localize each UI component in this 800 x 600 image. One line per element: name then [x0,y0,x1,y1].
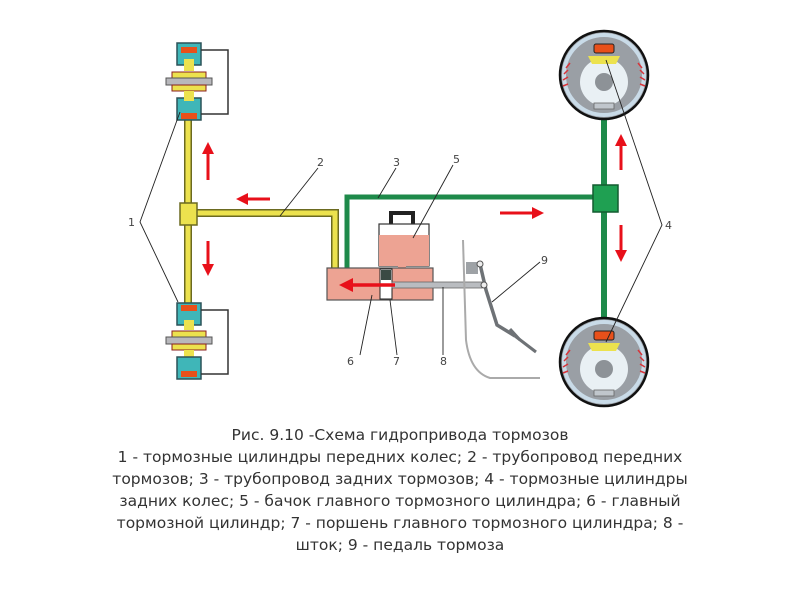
front-brake-line [179,100,339,310]
label-1: 1 [128,216,135,229]
brake-hydraulic-diagram: 1 2 3 5 9 6 7 8 4 [128,29,672,408]
caption-line: тормозов; 3 - трубопровод задних тормозо… [112,470,688,488]
rear-drum-brake-top [558,29,650,121]
brake-fluid-reservoir [378,211,430,274]
caption-title: Рис. 9.10 -Схема гидропривода тормозов [231,426,569,444]
rear-drum-brake-bottom [558,316,650,408]
caption-line: 1 - тормозные цилиндры передних колес; 2… [117,448,683,466]
label-8: 8 [440,355,447,368]
label-2: 2 [317,156,324,169]
label-7: 7 [393,355,400,368]
caption-line: шток; 9 - педаль тормоза [295,536,505,554]
leader-lines [139,59,663,356]
push-rod [391,281,483,289]
figure-caption: Рис. 9.10 -Схема гидропривода тормозов 1… [90,424,710,556]
piston [381,270,391,280]
caption-line: задних колес; 5 - бачок главного тормозн… [119,492,681,510]
flow-arrows [202,134,627,292]
brake-pedal [462,239,540,379]
front-wheel-brake-top [165,42,229,121]
rear-tee-junction [592,184,619,213]
label-9: 9 [541,254,548,267]
label-6: 6 [347,355,354,368]
caption-line: тормозной цилиндр; 7 - поршень главного … [116,514,684,532]
front-tee-junction [179,202,198,226]
rear-brake-line [344,115,619,320]
label-3: 3 [393,156,400,169]
front-wheel-brake-bottom [165,302,229,380]
label-5: 5 [453,153,460,166]
label-4: 4 [665,219,672,232]
